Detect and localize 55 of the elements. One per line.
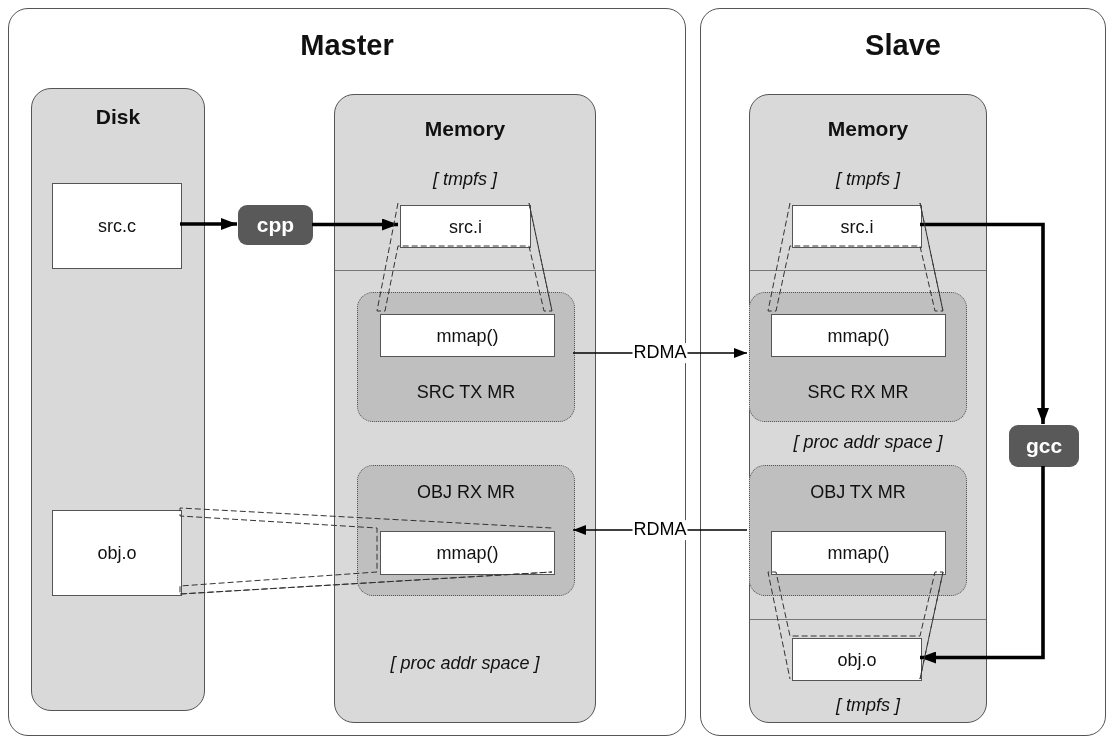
memory-region-box (357, 465, 575, 596)
region-label: SRC RX MR (807, 383, 909, 403)
file-box (52, 183, 182, 269)
machine-panel (8, 8, 686, 736)
memory-region-box (749, 465, 967, 596)
file-name: src.c (98, 217, 136, 237)
mapping-line (376, 202, 553, 312)
file-box (771, 314, 946, 357)
annotation: [ proc addr space ] (390, 654, 540, 674)
machine-panel (700, 8, 1106, 736)
file-name: obj.o (97, 544, 137, 564)
file-name: mmap() (827, 326, 890, 347)
file-name: src.i (449, 217, 482, 238)
file-box (380, 531, 555, 575)
annotation: [ tmpfs ] (433, 170, 497, 190)
region-panel (31, 88, 205, 711)
file-box (792, 205, 922, 248)
file-name: mmap() (436, 326, 499, 347)
file-box (771, 531, 946, 575)
tool-label: cpp (256, 213, 295, 237)
arrow (180, 218, 237, 230)
edge-label: RDMA (632, 343, 688, 363)
memory-region-box (357, 292, 575, 422)
file-box (400, 205, 531, 248)
arrow (312, 218, 398, 231)
region-panel (749, 94, 987, 723)
panel-title: Master (300, 30, 394, 62)
tool-label: gcc (1025, 434, 1063, 458)
mapping-line (767, 202, 944, 312)
region-panel (334, 94, 596, 723)
file-name: mmap() (827, 544, 890, 564)
edge-label: RDMA (632, 520, 688, 540)
region-label: OBJ TX MR (810, 483, 906, 503)
section-title: Disk (95, 105, 141, 129)
panel-title: Slave (865, 30, 941, 62)
mapping-line (179, 507, 553, 595)
region-label: SRC TX MR (416, 383, 516, 403)
file-name: mmap() (436, 544, 499, 564)
region-label: OBJ RX MR (417, 483, 515, 503)
memory-region-box (749, 292, 967, 422)
annotation: [ proc addr space ] (793, 433, 943, 453)
section-title: Memory (827, 117, 909, 141)
file-box (52, 510, 182, 596)
arrow (920, 222, 1049, 424)
file-box (380, 314, 555, 357)
section-title: Memory (424, 117, 506, 141)
tool-badge (238, 205, 313, 245)
annotation: [ tmpfs ] (836, 696, 900, 716)
file-box (792, 638, 922, 681)
annotation: [ tmpfs ] (836, 170, 900, 190)
arrow (920, 466, 1045, 664)
tool-badge (1009, 425, 1079, 467)
file-name: src.i (840, 217, 874, 238)
file-name: obj.o (837, 650, 877, 671)
mapping-line (767, 571, 944, 680)
